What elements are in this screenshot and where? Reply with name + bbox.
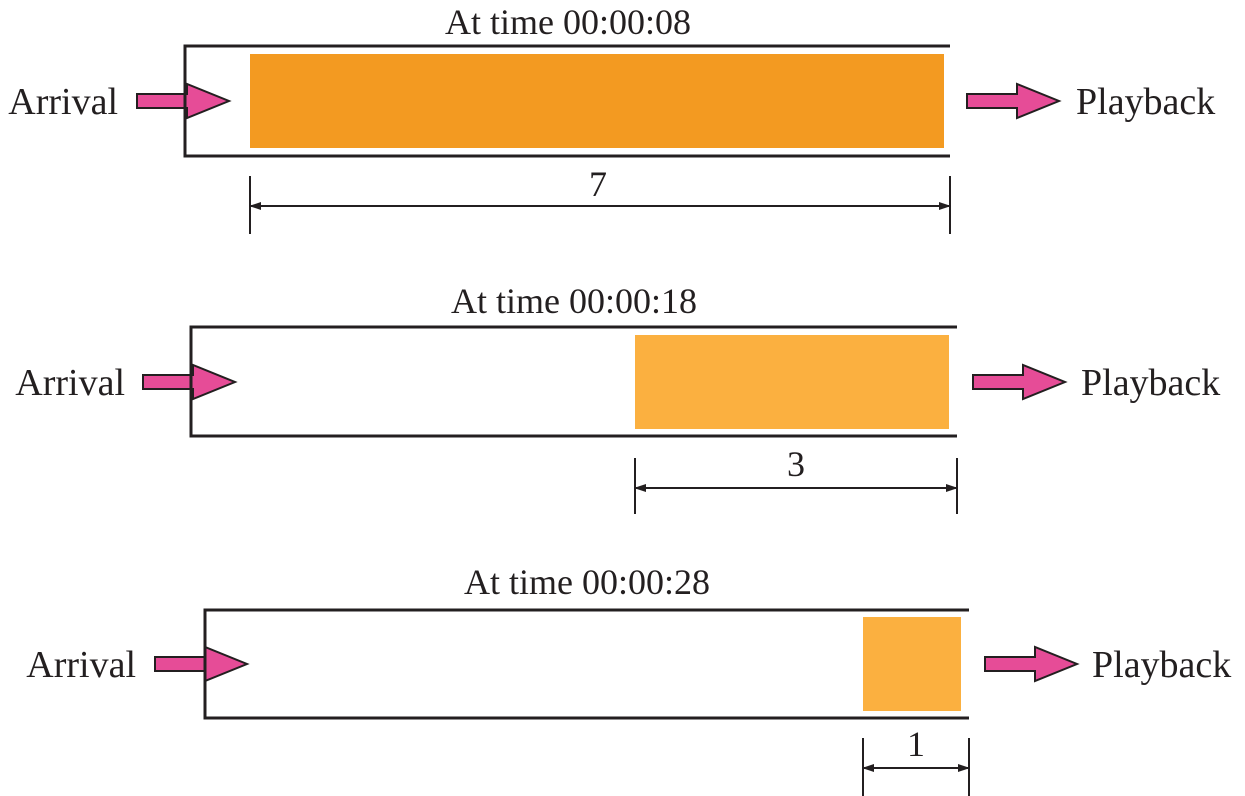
panel-caption: At time 00:00:18 bbox=[451, 281, 697, 321]
playback-arrow-icon bbox=[966, 82, 1062, 120]
arrival-arrow-icon bbox=[136, 82, 232, 120]
buffer-panel-3: At time 00:00:28 Arrival Playback 1 bbox=[26, 562, 1231, 796]
playback-arrow-icon bbox=[972, 363, 1068, 401]
arrival-arrow-icon bbox=[142, 363, 238, 401]
buffer-fill bbox=[250, 54, 944, 148]
playback-arrow-icon bbox=[984, 645, 1080, 683]
buffer-outline bbox=[203, 608, 969, 720]
arrival-label: Arrival bbox=[8, 81, 118, 123]
arrival-label: Arrival bbox=[15, 362, 125, 404]
buffer-panel-2: At time 00:00:18 Arrival Playback 3 bbox=[15, 281, 1220, 514]
playback-label: Playback bbox=[1076, 81, 1215, 123]
buffer-panel-1: At time 00:00:08 Arrival Playback 7 bbox=[8, 2, 1215, 234]
occupancy-value: 3 bbox=[787, 444, 805, 484]
buffer-outline bbox=[189, 325, 957, 438]
playback-label: Playback bbox=[1081, 362, 1220, 404]
occupancy-value: 1 bbox=[907, 724, 925, 764]
buffer-outline bbox=[183, 44, 950, 158]
arrival-arrow-icon bbox=[154, 645, 250, 683]
buffer-fill bbox=[863, 617, 961, 711]
playback-label: Playback bbox=[1092, 644, 1231, 686]
panel-caption: At time 00:00:08 bbox=[445, 2, 691, 42]
panel-caption: At time 00:00:28 bbox=[464, 562, 710, 602]
arrival-label: Arrival bbox=[26, 644, 136, 686]
occupancy-value: 7 bbox=[589, 164, 607, 204]
buffer-fill bbox=[635, 335, 949, 429]
